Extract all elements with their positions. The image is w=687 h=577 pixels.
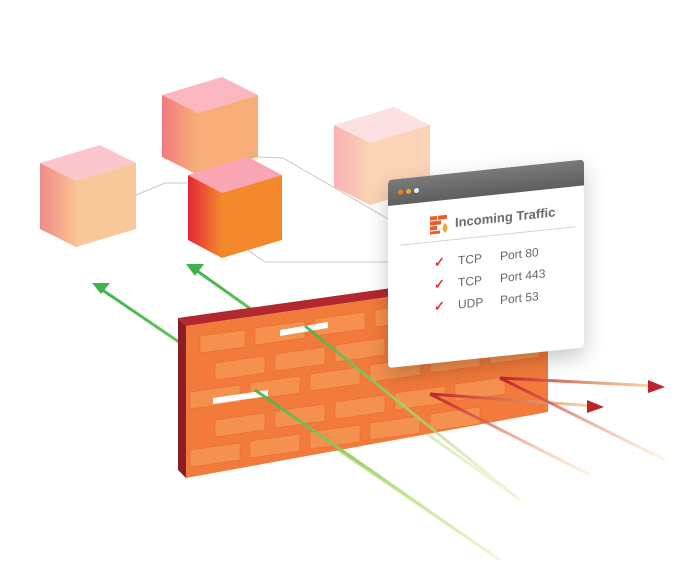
server-cube-left [40,145,136,247]
server-cube-active [188,157,282,258]
checkmark-icon: ✓ [434,276,445,293]
server-cube-right [334,107,430,205]
firewall-icon [430,214,448,235]
window-dot-icon [398,189,403,195]
rule-protocol: TCP [458,251,482,268]
rule-protocol: TCP [458,273,482,290]
checkmark-icon: ✓ [434,254,445,271]
incoming-traffic-window: Incoming Traffic ✓ TCP Port 80 ✓ TCP Por… [388,159,584,368]
checkmark-icon: ✓ [434,298,445,315]
rule-port: Port 443 [500,266,546,286]
server-cube-top [162,77,258,175]
allowed-traffic-front [254,324,521,562]
wall-opening-left [213,390,268,404]
window-dot-icon [414,187,419,194]
panel-title: Incoming Traffic [455,204,556,230]
wall-opening-top [280,322,328,336]
blocked-traffic-arrows [429,376,666,477]
panel-header: Incoming Traffic [388,185,584,246]
rule-port: Port 80 [500,245,539,264]
rule-protocol: UDP [458,294,484,312]
rule-port: Port 53 [500,289,539,308]
window-dot-icon [406,188,411,195]
